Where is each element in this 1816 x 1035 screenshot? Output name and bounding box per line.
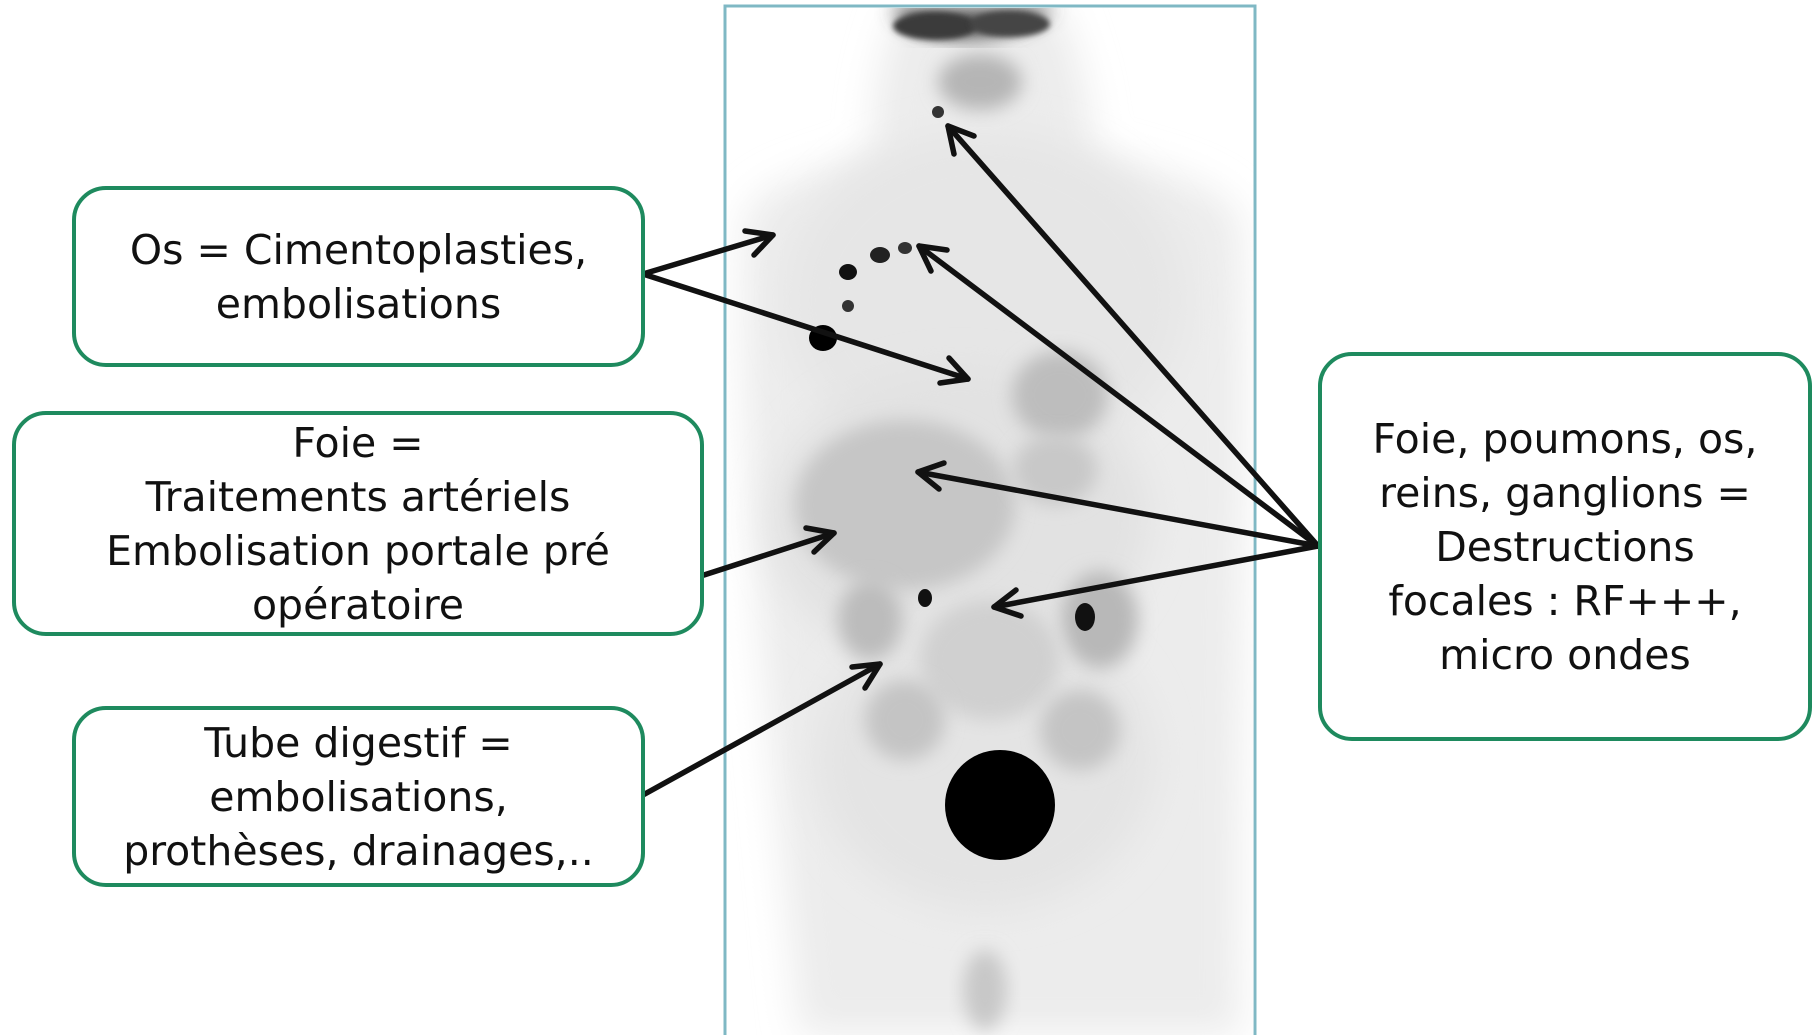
callout-foie-line-1: Foie = <box>292 416 423 470</box>
callout-os-line-2: embolisations <box>216 277 501 331</box>
callout-focal-line-4: focales : RF+++, <box>1388 574 1741 628</box>
callout-os-line-1: Os = Cimentoplasties, <box>130 223 587 277</box>
callout-os: Os = Cimentoplasties, embolisations <box>72 186 645 367</box>
callout-foie: Foie = Traitements artériels Embolisatio… <box>12 411 704 636</box>
callout-foie-line-4: opératoire <box>252 578 464 632</box>
callout-tube-line-3: prothèses, drainages,.. <box>123 824 594 878</box>
callout-tube-line-2: embolisations, <box>209 770 507 824</box>
bladder-uptake <box>945 750 1055 860</box>
callout-foie-line-2: Traitements artériels <box>146 470 571 524</box>
callout-focal-line-5: micro ondes <box>1439 628 1691 682</box>
callout-foie-line-3: Embolisation portale pré <box>106 524 610 578</box>
callout-focal-destruction: Foie, poumons, os, reins, ganglions = De… <box>1318 352 1812 741</box>
callout-tube-line-1: Tube digestif = <box>204 716 512 770</box>
callout-focal-line-3: Destructions <box>1435 520 1695 574</box>
callout-tube-digestif: Tube digestif = embolisations, prothèses… <box>72 706 645 887</box>
callout-focal-line-2: reins, ganglions = <box>1379 466 1751 520</box>
callout-focal-line-1: Foie, poumons, os, <box>1373 412 1758 466</box>
